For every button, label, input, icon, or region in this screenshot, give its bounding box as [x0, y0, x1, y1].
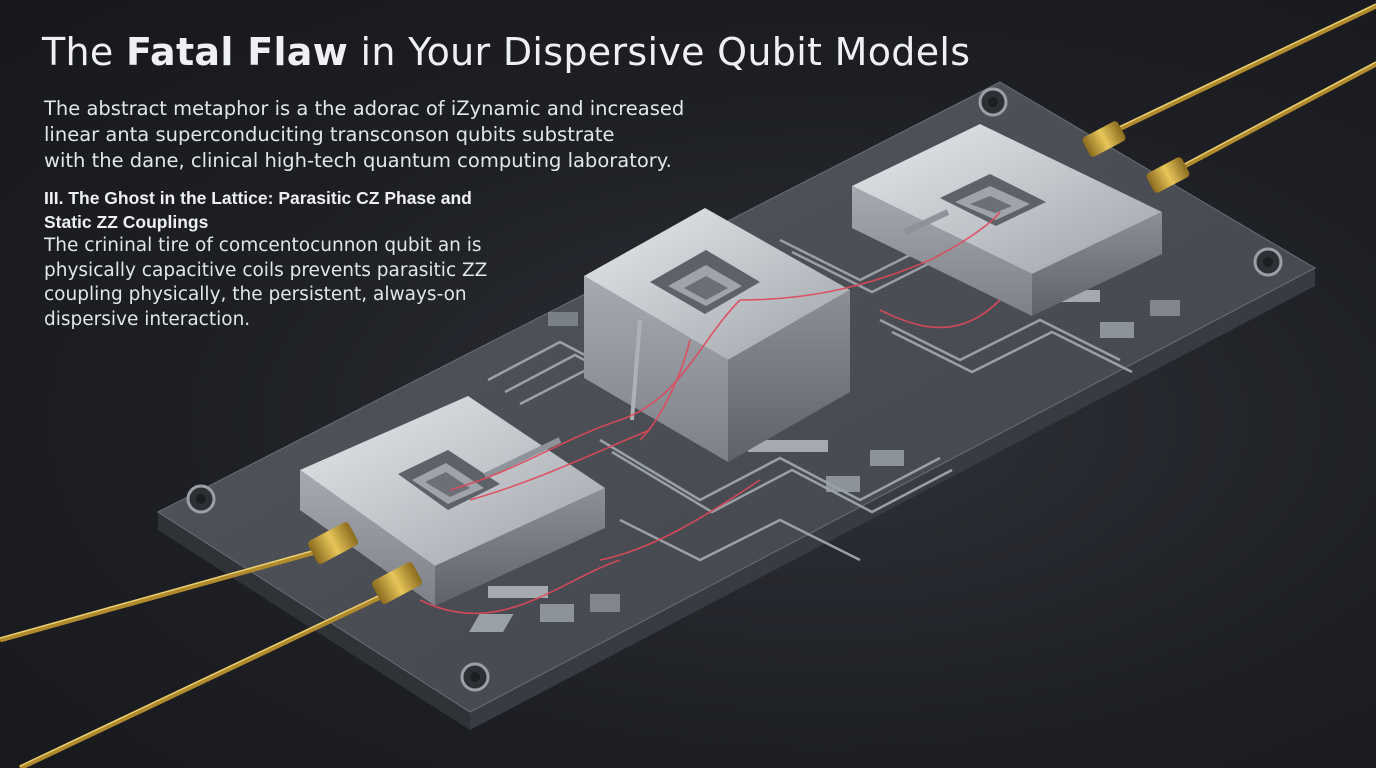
page-title: The Fatal Flaw in Your Dispersive Qubit …	[42, 30, 971, 74]
section-heading-line: III. The Ghost in the Lattice: Parasitic…	[44, 188, 472, 208]
coax-cables-left	[0, 522, 423, 768]
mounting-holes	[186, 87, 1283, 692]
section-body-line: dispersive interaction.	[44, 308, 251, 330]
intro-line: linear anta superconduciting transconson…	[44, 123, 615, 146]
qubit-block-center	[584, 208, 850, 462]
coax-cables-right	[1094, 3, 1376, 181]
intro-paragraph: The abstract metaphor is a the adorac of…	[44, 96, 704, 174]
coax-connectors-right	[1082, 121, 1190, 193]
section-body-line: coupling physically, the persistent, alw…	[44, 284, 467, 305]
section-body: The crininal tire of comcentocunnon qubi…	[44, 234, 564, 332]
qubit-block-left	[300, 396, 605, 606]
qubit-block-right	[852, 124, 1162, 316]
section-heading-line: Static ZZ Couplings	[44, 212, 209, 232]
intro-line: with the dane, clinical high-tech quantu…	[44, 149, 672, 172]
intro-line: The abstract metaphor is a the adorac of…	[44, 97, 685, 120]
signal-lines	[419, 211, 1001, 615]
section-body-line: physically capacitive coils prevents par…	[44, 259, 488, 281]
section-body-line: The crininal tire of comcentocunnon qubi…	[44, 235, 482, 256]
title-emphasis: Fatal Flaw	[125, 30, 349, 74]
section-heading: III. The Ghost in the Lattice: Parasitic…	[44, 186, 564, 234]
